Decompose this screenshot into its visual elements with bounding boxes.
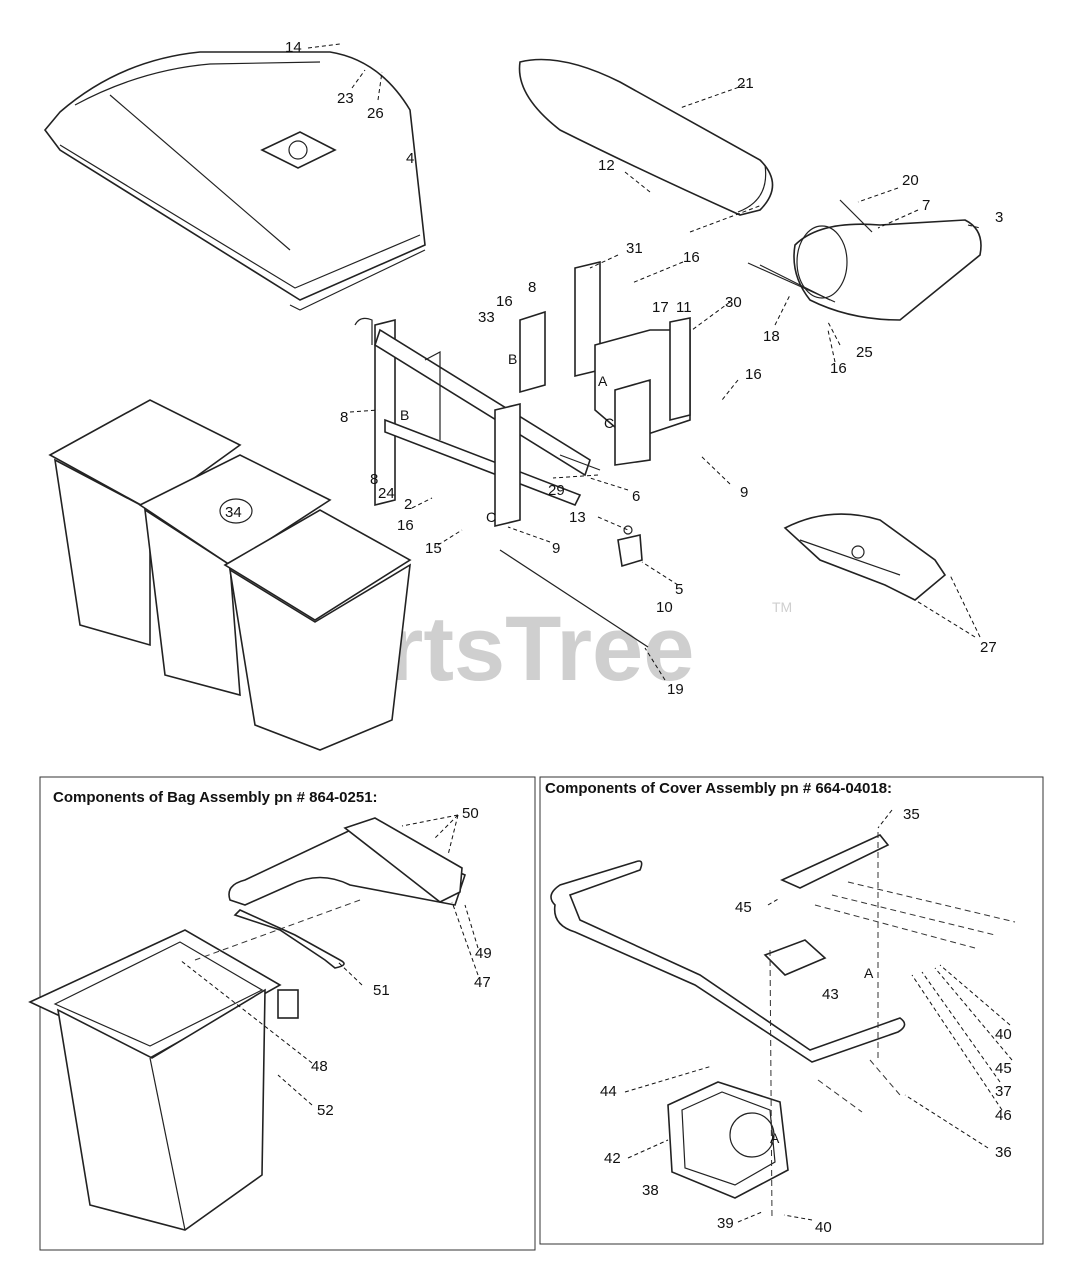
triple-bag-assembly bbox=[48, 399, 412, 751]
cover-assembly-panel-frame bbox=[539, 776, 1044, 1245]
watermark-trademark: TM bbox=[772, 599, 792, 615]
callout-51: 51 bbox=[373, 982, 390, 999]
rod-18 bbox=[747, 262, 836, 303]
callout-23: 23 bbox=[337, 90, 354, 107]
callout-19: 19 bbox=[667, 681, 684, 698]
callout-15: 15 bbox=[425, 540, 442, 557]
callout-34: 34 bbox=[225, 504, 242, 521]
callout-26: 26 bbox=[367, 105, 384, 122]
callout-31: 31 bbox=[626, 240, 643, 257]
callout-6: 6 bbox=[632, 488, 640, 505]
letter-b-2: B bbox=[400, 407, 409, 423]
letter-b-1: B bbox=[508, 351, 517, 367]
callout-35: 35 bbox=[903, 806, 920, 823]
callout-52: 52 bbox=[317, 1102, 334, 1119]
callout-18: 18 bbox=[763, 328, 780, 345]
callout-9-b: 9 bbox=[552, 540, 560, 557]
callout-39: 39 bbox=[717, 1215, 734, 1232]
bag-assembly-drawing bbox=[28, 817, 466, 1231]
upper-callouts: 14 23 26 4 21 12 20 7 3 16 31 8 16 33 17… bbox=[225, 39, 1003, 698]
bag-callouts: 50 49 51 47 48 52 bbox=[311, 805, 492, 1119]
callout-11: 11 bbox=[676, 299, 692, 316]
callout-5: 5 bbox=[675, 581, 683, 598]
deflector-plate bbox=[783, 513, 947, 601]
callout-20: 20 bbox=[902, 172, 919, 189]
callout-33: 33 bbox=[478, 309, 495, 326]
callout-10: 10 bbox=[656, 599, 673, 616]
bag-panel-title: Components of Bag Assembly pn # 864-0251… bbox=[53, 789, 378, 806]
callout-40-b: 40 bbox=[815, 1219, 832, 1236]
callout-40-a: 40 bbox=[995, 1026, 1012, 1043]
callout-12: 12 bbox=[598, 157, 615, 174]
callout-43: 43 bbox=[822, 986, 839, 1003]
latch-assembly bbox=[617, 525, 643, 568]
letter-c-2: C bbox=[486, 509, 496, 525]
mounting-crossbar-frame bbox=[354, 317, 601, 528]
callout-30: 30 bbox=[725, 294, 742, 311]
callout-45-b: 45 bbox=[995, 1060, 1012, 1077]
cover-assembly-drawing bbox=[550, 834, 906, 1199]
cover-leader-lines bbox=[624, 809, 1016, 1223]
callout-42: 42 bbox=[604, 1150, 621, 1167]
callout-29: 29 bbox=[548, 482, 565, 499]
chute-tube bbox=[759, 219, 982, 321]
callout-16-c: 16 bbox=[830, 360, 847, 377]
letter-c-1: C bbox=[604, 415, 614, 431]
callout-17: 17 bbox=[652, 299, 669, 316]
callout-16-e: 16 bbox=[397, 517, 414, 534]
callout-16-a: 16 bbox=[683, 249, 700, 266]
callout-47: 47 bbox=[474, 974, 491, 991]
bag-leader-lines bbox=[179, 814, 479, 1106]
callout-49: 49 bbox=[475, 945, 492, 962]
letter-a-cover-2: A bbox=[770, 1130, 780, 1146]
letter-a-cover-1: A bbox=[864, 965, 874, 981]
callout-37: 37 bbox=[995, 1083, 1012, 1100]
callout-16-d: 16 bbox=[745, 366, 762, 383]
callout-3: 3 bbox=[995, 209, 1003, 226]
callout-21: 21 bbox=[737, 75, 754, 92]
top-cover-lid bbox=[43, 51, 426, 311]
rod-20 bbox=[839, 199, 873, 233]
callout-27: 27 bbox=[980, 639, 997, 656]
cover-panel-title: Components of Cover Assembly pn # 664-04… bbox=[545, 780, 892, 797]
letter-a-1: A bbox=[598, 373, 608, 389]
callout-4: 4 bbox=[406, 150, 414, 167]
callout-2: 2 bbox=[404, 496, 412, 513]
callout-8-c: 8 bbox=[370, 471, 378, 488]
frame-brackets bbox=[519, 260, 691, 466]
callout-14: 14 bbox=[285, 39, 302, 56]
callout-44: 44 bbox=[600, 1083, 617, 1100]
chute-cover bbox=[518, 58, 774, 216]
callout-25: 25 bbox=[856, 344, 873, 361]
callout-48: 48 bbox=[311, 1058, 328, 1075]
callout-16-b: 16 bbox=[496, 293, 513, 310]
callout-45-a: 45 bbox=[735, 899, 752, 916]
callout-46: 46 bbox=[995, 1107, 1012, 1124]
upper-reference-letters: B B A C C bbox=[400, 351, 614, 525]
callout-36: 36 bbox=[995, 1144, 1012, 1161]
callout-50: 50 bbox=[462, 805, 479, 822]
rod-19 bbox=[499, 549, 649, 648]
bag-assembly-panel-frame bbox=[39, 776, 536, 1251]
callout-8-b: 8 bbox=[340, 409, 348, 426]
callout-38: 38 bbox=[642, 1182, 659, 1199]
callout-24: 24 bbox=[378, 485, 395, 502]
callout-9-a: 9 bbox=[740, 484, 748, 501]
callout-7: 7 bbox=[922, 197, 930, 214]
upper-leader-lines bbox=[307, 43, 981, 681]
callout-8-a: 8 bbox=[528, 279, 536, 296]
cover-callouts: 35 45 43 40 45 37 46 36 44 42 38 39 40 bbox=[600, 806, 1012, 1236]
callout-13: 13 bbox=[569, 509, 586, 526]
cover-reference-letters: A A bbox=[770, 965, 874, 1146]
